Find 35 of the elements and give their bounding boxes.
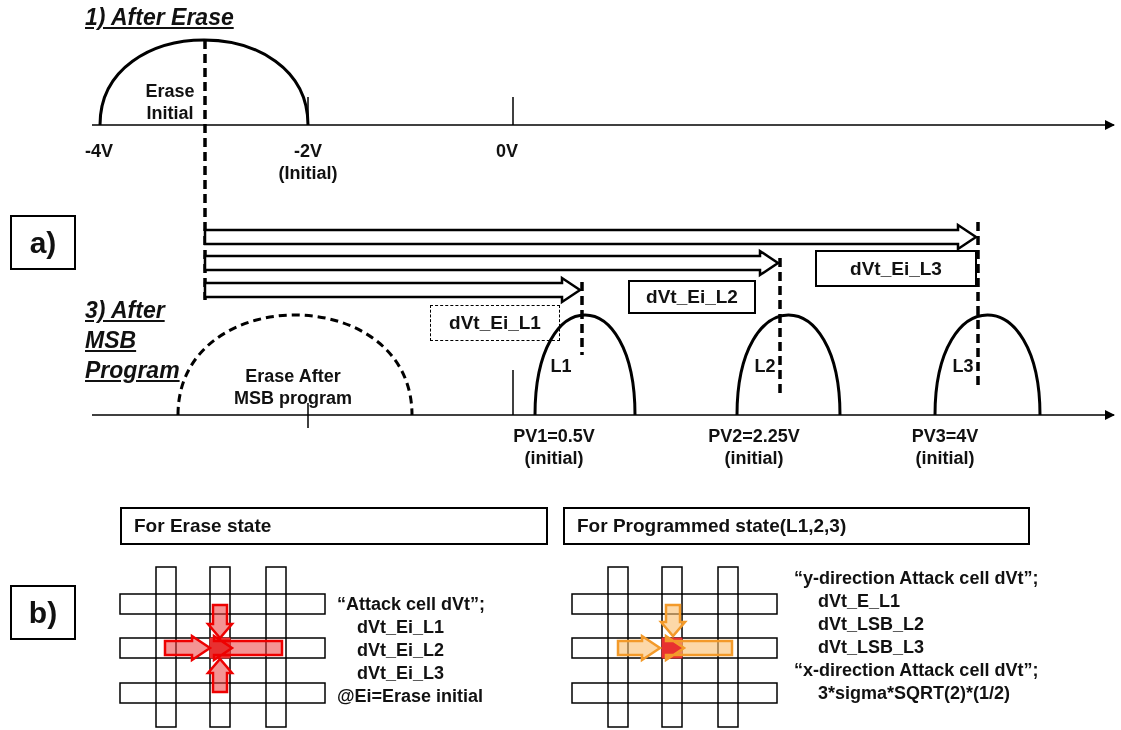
curve-label: L3 [951, 355, 975, 377]
note-text: dVt_Ei_L1 [357, 616, 445, 638]
section-heading: 3) After MSB Program [85, 296, 181, 385]
note-text: @Ei=Erase initial [337, 685, 484, 707]
distribution-curve [178, 315, 412, 415]
distribution-curve [737, 315, 840, 415]
curve-label: Erase After MSB program [233, 365, 353, 409]
note-text: 3*sigma*SQRT(2)*(1/2) [818, 682, 1011, 704]
label-box: dVt_Ei_L1 [430, 305, 560, 341]
distribution-curve [100, 40, 308, 125]
axis-value: -2V (Initial) [277, 140, 339, 184]
axis-value: PV1=0.5V (initial) [512, 425, 596, 469]
header-box: For Programmed state(L1,2,3) [563, 507, 1030, 545]
curve-label: L2 [753, 355, 777, 377]
axis-value: PV3=4V (initial) [910, 425, 980, 469]
note-text: “x-direction Attack cell dVt”; [794, 659, 1039, 681]
label-box: dVt_Ei_L3 [815, 250, 977, 287]
note-text: dVt_E_L1 [818, 590, 901, 612]
note-text: dVt_Ei_L2 [357, 639, 445, 661]
axis-value: -4V [85, 140, 114, 162]
curve-label: Erase Initial [144, 80, 196, 124]
panel-label-box: a) [10, 215, 76, 270]
section-heading: 1) After Erase [85, 3, 235, 32]
header-box: For Erase state [120, 507, 548, 545]
panel-label-box: b) [10, 585, 76, 640]
note-text: “y-direction Attack cell dVt”; [794, 567, 1039, 589]
note-text: “Attack cell dVt”; [337, 593, 486, 615]
label-box: dVt_Ei_L2 [628, 280, 756, 314]
note-text: dVt_Ei_L3 [357, 662, 445, 684]
note-text: dVt_LSB_L2 [818, 613, 925, 635]
axis-value: 0V [496, 140, 520, 162]
note-text: dVt_LSB_L3 [818, 636, 925, 658]
distribution-curve [935, 315, 1040, 415]
axis-value: PV2=2.25V (initial) [707, 425, 801, 469]
curve-label: L1 [549, 355, 573, 377]
